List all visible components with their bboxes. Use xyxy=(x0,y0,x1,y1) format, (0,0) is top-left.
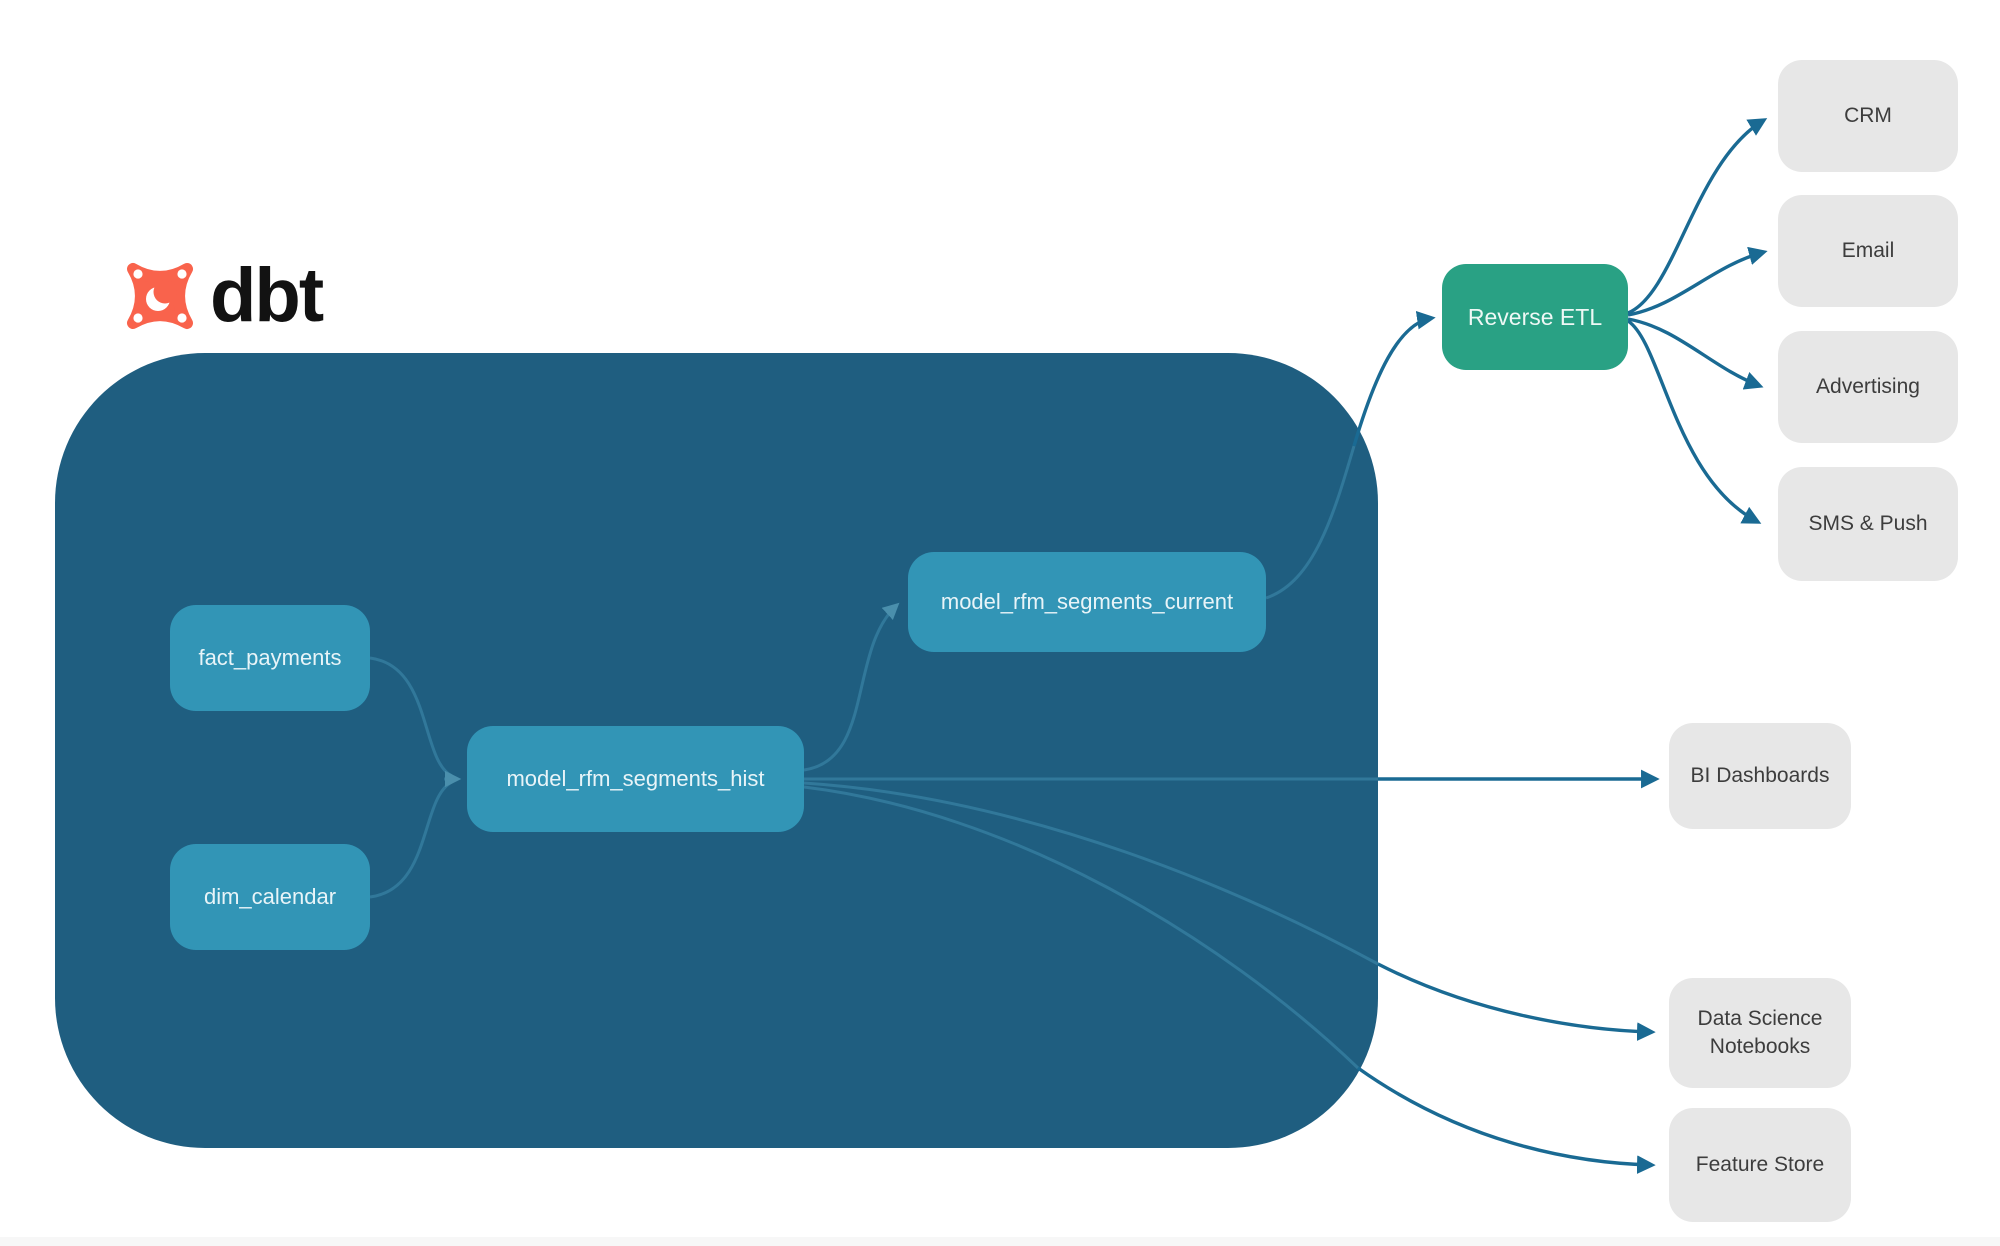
node-reverse-etl[interactable]: Reverse ETL xyxy=(1442,264,1628,370)
dbt-logo: dbt xyxy=(120,253,324,338)
page-bottom-edge xyxy=(0,1237,2000,1246)
dbt-logo-icon xyxy=(127,263,193,329)
node-bi-dashboards[interactable]: BI Dashboards xyxy=(1669,723,1851,829)
edge-current-to-reverse-etl-inside xyxy=(1265,445,1356,600)
edge-reverse-etl-to-advertising xyxy=(1627,317,1764,390)
node-model-rfm-segments-current[interactable]: model_rfm_segments_current xyxy=(908,552,1266,652)
node-fact-payments[interactable]: fact_payments xyxy=(170,605,370,711)
dbt-wordmark: dbt xyxy=(210,253,324,338)
node-sms-push[interactable]: SMS & Push xyxy=(1778,467,1958,581)
edge-reverse-etl-to-email xyxy=(1627,246,1768,317)
node-email[interactable]: Email xyxy=(1778,195,1958,307)
edge-hist-to-notebooks xyxy=(1377,962,1656,1041)
edge-fact-payments-to-hist xyxy=(369,656,453,778)
node-model-rfm-segments-hist[interactable]: model_rfm_segments_hist xyxy=(467,726,804,832)
edge-hist-to-notebooks-inside xyxy=(803,781,1379,966)
node-crm[interactable]: CRM xyxy=(1778,60,1958,172)
edge-dim-calendar-to-hist xyxy=(369,780,453,899)
node-advertising[interactable]: Advertising xyxy=(1778,331,1958,443)
node-feature-store[interactable]: Feature Store xyxy=(1669,1108,1851,1222)
edge-hist-to-feature-store-inside xyxy=(803,785,1360,1070)
edge-hist-to-current xyxy=(803,602,900,772)
edge-reverse-etl-to-sms-push xyxy=(1626,319,1762,524)
edge-current-to-reverse-etl xyxy=(1352,310,1436,447)
node-dim-calendar[interactable]: dim_calendar xyxy=(170,844,370,950)
node-data-science-notebooks[interactable]: Data Science Notebooks xyxy=(1669,978,1851,1088)
edge-reverse-etl-to-crm xyxy=(1627,118,1768,315)
edge-hist-to-feature-store xyxy=(1357,1066,1656,1174)
